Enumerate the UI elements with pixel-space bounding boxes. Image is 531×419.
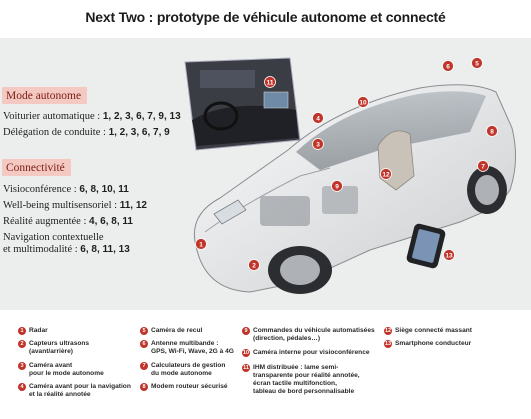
- smartphone: [406, 223, 446, 269]
- marker-7: 7: [477, 160, 489, 172]
- marker-1: 1: [195, 238, 207, 250]
- legend-badge: 10: [242, 349, 250, 357]
- connectivity-line-2: Well-being multisensoriel : 11, 12: [3, 200, 147, 211]
- svg-text:7: 7: [481, 164, 485, 171]
- svg-text:3: 3: [316, 142, 320, 149]
- svg-text:9: 9: [335, 184, 339, 191]
- legend-badge: 1: [18, 327, 26, 335]
- svg-text:2: 2: [252, 263, 256, 270]
- svg-text:1: 1: [199, 242, 203, 249]
- legend-badge: 2: [18, 340, 26, 348]
- legend-badge: 4: [18, 383, 26, 391]
- svg-text:5: 5: [475, 61, 479, 68]
- marker-3: 3: [312, 138, 324, 150]
- dashboard-inset: [184, 57, 301, 151]
- legend-badge: 8: [140, 383, 148, 391]
- connectivity-line-3: Réalité augmentée : 4, 6, 8, 11: [3, 216, 133, 227]
- marker-5: 5: [471, 57, 483, 69]
- section-heading-connectivity: Connectivité: [2, 159, 71, 176]
- legend-badge: 3: [18, 362, 26, 370]
- svg-text:12: 12: [382, 172, 390, 179]
- marker-9: 9: [331, 180, 343, 192]
- autonomy-line-1: Voiturier automatique : 1, 2, 3, 6, 7, 9…: [3, 111, 181, 122]
- svg-text:6: 6: [446, 64, 450, 71]
- page-title: Next Two : prototype de véhicule autonom…: [85, 9, 446, 25]
- svg-text:10: 10: [359, 100, 367, 107]
- marker-4: 4: [312, 112, 324, 124]
- marker-6: 6: [442, 60, 454, 72]
- legend-badge: 6: [140, 340, 148, 348]
- legend-badge: 7: [140, 362, 148, 370]
- markers: 1 2 3 4 5 6 7 8 9 10 11 12 13: [195, 57, 498, 271]
- legend-badge: 13: [384, 340, 392, 348]
- legend-badge: 9: [242, 327, 250, 335]
- car-illustration: 1 2 3 4 5 6 7 8 9 10 11 12 13: [184, 57, 516, 294]
- autonomy-line-2: Délégation de conduite : 1, 2, 3, 6, 7, …: [3, 127, 170, 138]
- svg-text:4: 4: [316, 116, 320, 123]
- car-body: [194, 84, 516, 294]
- svg-text:13: 13: [445, 253, 453, 260]
- svg-text:11: 11: [267, 80, 274, 87]
- legend-badge: 11: [242, 364, 250, 372]
- marker-10: 10: [357, 96, 369, 108]
- marker-11: 11: [264, 76, 276, 88]
- connectivity-line-5: et multimodalité : 6, 8, 11, 13: [3, 244, 130, 255]
- svg-text:8: 8: [490, 129, 494, 136]
- marker-2: 2: [248, 259, 260, 271]
- marker-12: 12: [380, 168, 392, 180]
- marker-13: 13: [443, 249, 455, 261]
- legend-badge: 12: [384, 327, 392, 335]
- section-heading-autonomy: Mode autonome: [2, 87, 88, 104]
- connectivity-line-1: Visioconférence : 6, 8, 10, 11: [3, 184, 129, 195]
- marker-8: 8: [486, 125, 498, 137]
- legend-badge: 5: [140, 327, 148, 335]
- connectivity-line-4: Navigation contextuelle: [3, 232, 104, 243]
